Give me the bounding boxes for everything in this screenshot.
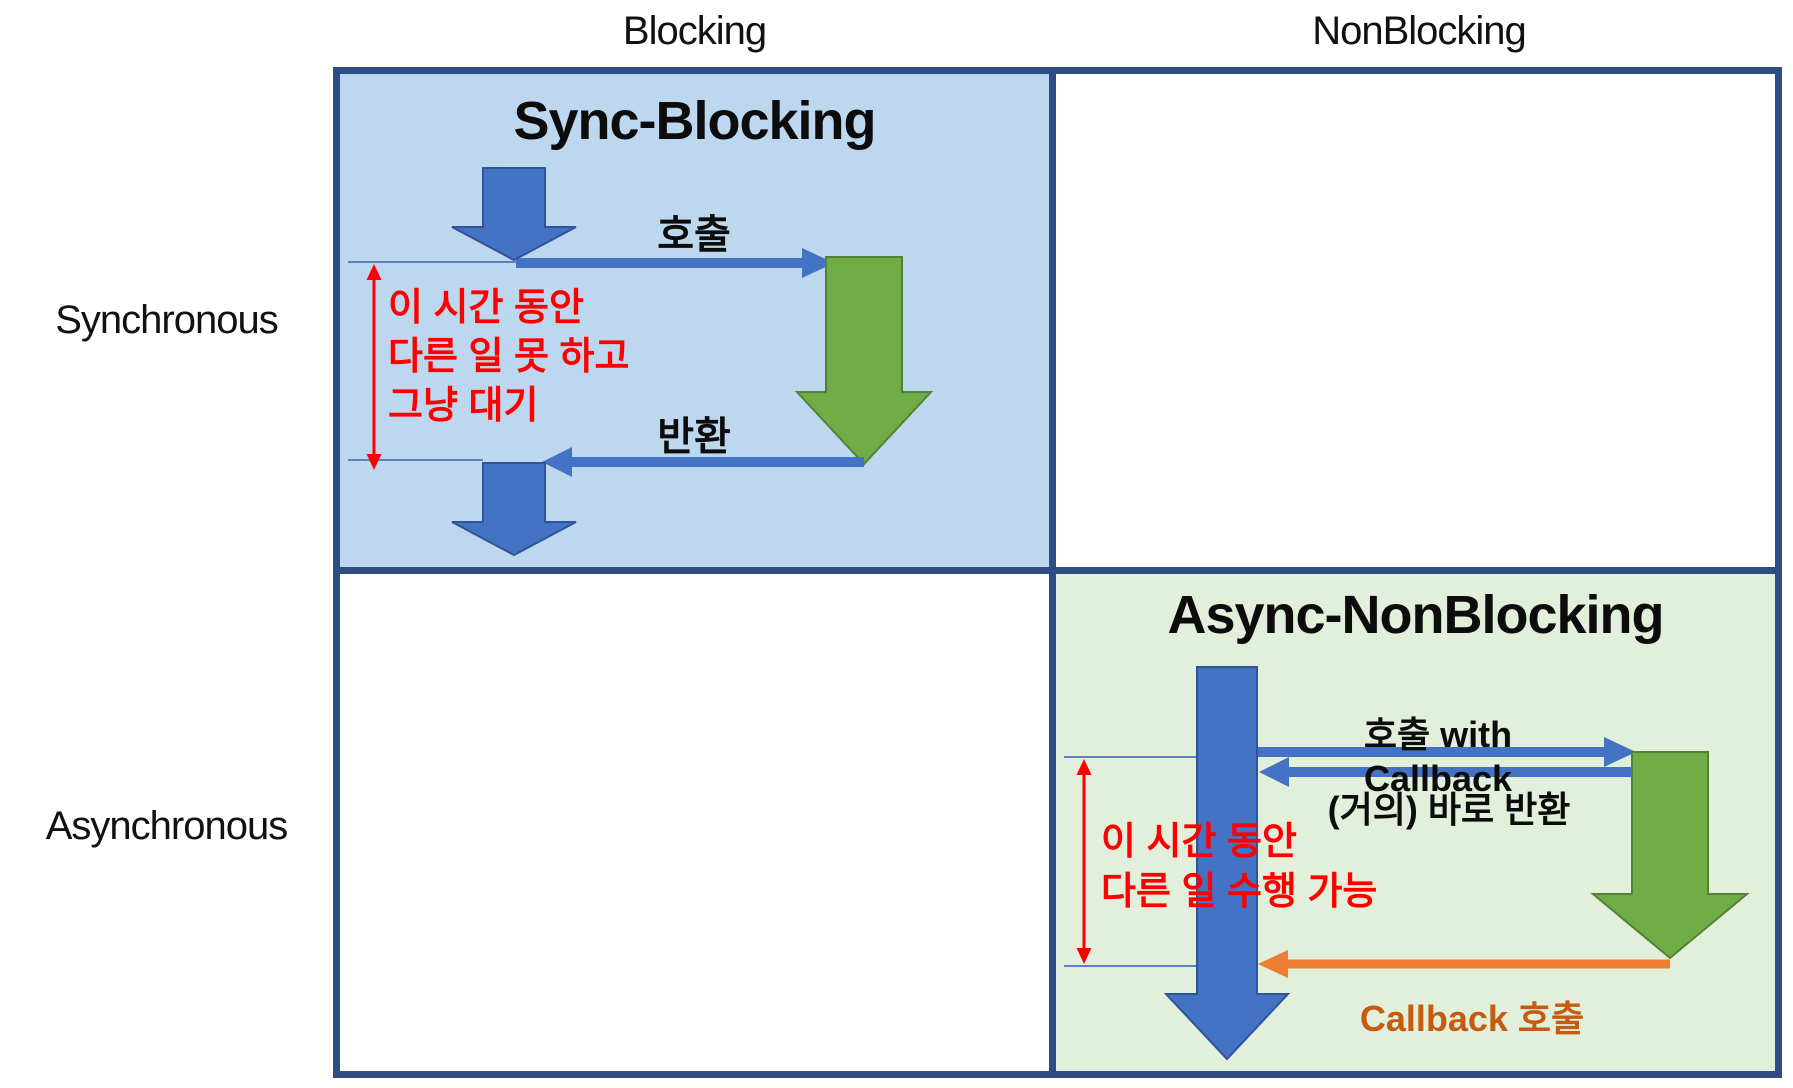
cell-sync-blocking: Sync-Blocking 호출 반환 이 시간 동안 다른 일 못 하고 그냥… (340, 74, 1056, 574)
note-line: 다른 일 못 하고 (388, 336, 630, 378)
sync-blocking-title: Sync-Blocking (513, 91, 876, 151)
caller-flow-arrow-top (451, 167, 577, 262)
column-header-nonblocking: NonBlocking (1312, 8, 1527, 53)
free-span-arrowhead-down-icon (1076, 948, 1092, 964)
call-arrowhead-icon (802, 248, 834, 278)
async-nonblocking-title: Async-NonBlocking (1167, 585, 1664, 645)
async-nonblocking-arrows (1064, 666, 1750, 1061)
free-span-arrowhead-up-icon (1076, 759, 1092, 775)
immediate-return-label: (거의) 바로 반환 (1327, 789, 1571, 830)
matrix-table: Sync-Blocking 호출 반환 이 시간 동안 다른 일 못 하고 그냥… (333, 67, 1782, 1078)
return-arrowhead-icon (542, 447, 572, 477)
return-arrowhead-icon (1259, 757, 1289, 787)
return-label: 반환 (657, 415, 731, 459)
cell-async-blocking-empty (340, 574, 1056, 1071)
row-header-synchronous: Synchronous (55, 298, 278, 342)
callback-call-label: Callback 호출 (1359, 998, 1585, 1039)
note-line: 이 시간 동안 (388, 287, 584, 329)
caller-flow-arrow-long (1163, 666, 1291, 1061)
wait-span-arrowhead-up-icon (366, 264, 382, 280)
call-with-callback-label: 호출 with Callback (1363, 714, 1513, 799)
call-label: 호출 (657, 213, 731, 257)
note-line: 다른 일 수행 가능 (1101, 871, 1378, 913)
note-line: 이 시간 동안 (1101, 821, 1297, 863)
column-header-blocking: Blocking (622, 8, 767, 53)
wait-span-arrowhead-down-icon (366, 454, 382, 470)
callback-arrowhead-icon (1258, 950, 1288, 978)
note-line: 그냥 대기 (388, 385, 539, 427)
sync-blocking-arrows (348, 167, 934, 557)
cell-async-nonblocking: Async-NonBlocking 호출 with Callback (거의) … (1056, 574, 1775, 1071)
nonblocking-free-note: 이 시간 동안 다른 일 수행 가능 (1101, 817, 1377, 917)
callee-run-arrow (794, 256, 934, 466)
blocking-wait-note: 이 시간 동안 다른 일 못 하고 그냥 대기 (388, 284, 629, 431)
call-arrowhead-icon (1604, 737, 1636, 767)
row-header-asynchronous: Asynchronous (45, 803, 288, 848)
caller-flow-arrow-bottom (451, 462, 577, 557)
callee-run-arrow (1590, 751, 1750, 960)
cell-sync-nonblocking-empty (1056, 74, 1775, 574)
